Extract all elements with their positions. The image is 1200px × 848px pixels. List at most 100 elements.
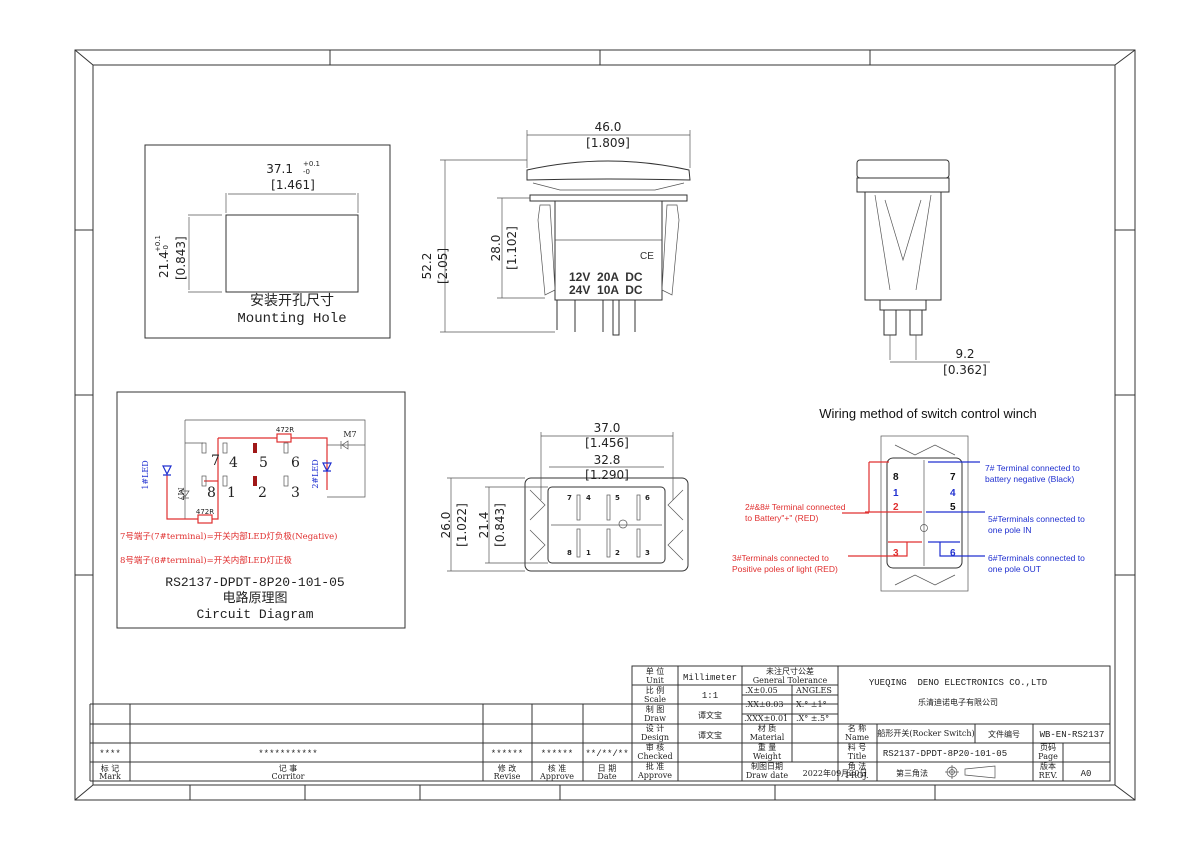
tb-proj-value: 第三角法 (896, 768, 928, 778)
tb-checked-en: Checked (637, 752, 672, 761)
wiring-label-28-line2: to Battery"+" (RED) (745, 513, 819, 523)
bottom-terminal-3: 3 (645, 549, 650, 557)
front-width: 46.0 (595, 120, 622, 134)
mounting-hole-width-in: [1.461] (271, 178, 315, 192)
rev-date-en: Date (597, 772, 616, 781)
circuit-terminal-2: 2 (258, 485, 267, 501)
circuit-terminal-5: 5 (259, 455, 268, 471)
side-view: 9.2 [0.362] (856, 159, 990, 377)
led1-icon (162, 465, 172, 476)
rev-approve-cn: 核 准 (548, 763, 567, 773)
wiring-label-28-line1: 2#&8# Terminal connected (745, 502, 846, 512)
tb-draw-date-value: 2022年09月20日 (803, 768, 868, 778)
side-depth: 9.2 (955, 347, 974, 361)
circuit-terminal-4: 4 (229, 455, 238, 471)
tb-design-en: Design (641, 733, 669, 742)
wiring-label-5-line2: one pole IN (988, 525, 1031, 535)
tb-scale-en: Scale (644, 695, 666, 704)
tb-design-cn: 设 计 (646, 723, 665, 733)
rev-revise-value: ****** (491, 749, 523, 759)
mounting-hole-title-cn: 安装开孔尺寸 (250, 293, 334, 309)
tb-weight-cn: 重 量 (758, 742, 777, 752)
wiring-label-7-line2: battery negative (Black) (985, 474, 1074, 484)
led2-label: 2#LED (311, 459, 320, 488)
rev-mark-cn: 标 记 (101, 763, 120, 773)
circuit-terminal-7: 7 (211, 453, 220, 469)
rev-mark-en: Mark (99, 772, 121, 781)
bottom-view: 7 4 5 6 8 1 2 3 37.0 [1.456] 32.8 [1.290… (439, 421, 689, 572)
wiring-label-3-line2: Positive poles of light (RED) (732, 564, 838, 574)
bottom-terminal-5: 5 (615, 494, 620, 502)
wiring-terminal-6: 6 (950, 548, 956, 559)
wiring-label-7-line1: 7# Terminal connected to (985, 463, 1080, 473)
led2-icon (322, 462, 332, 473)
title-block: 单 位 Unit Millimeter 比 例 Scale 1:1 制 图 Dr… (631, 665, 1111, 782)
led1-label: 1#LED (141, 460, 150, 489)
bottom-terminal-6: 6 (645, 494, 650, 502)
tb-material-cn: 材 质 (758, 723, 777, 733)
wiring-terminal-4: 4 (950, 488, 956, 499)
tb-angles: ANGLES (795, 686, 832, 695)
tb-draw-en: Draw (644, 714, 666, 723)
front-width-in: [1.809] (586, 136, 630, 150)
circuit-part-number: RS2137-DPDT-8P20-101-05 (165, 575, 344, 590)
tb-company-en: YUEQING DENO ELECTRONICS CO.,LTD (869, 678, 1047, 688)
tb-unit-en: Unit (646, 676, 664, 685)
front-height-in: [2.05] (436, 248, 450, 284)
wiring-diagram: Wiring method of switch control winch 8 … (732, 406, 1085, 592)
tb-draw-cn: 制 图 (646, 704, 665, 714)
bottom-outer-width: 37.0 (594, 421, 621, 435)
tb-tol-x: .X±0.05 (745, 686, 778, 695)
mounting-hole-height-tol-plus: +0.1 (154, 235, 162, 252)
wiring-terminal-8: 8 (893, 472, 899, 483)
wiring-label-6-line1: 6#Terminals connected to (988, 553, 1085, 563)
third-angle-projection-icon (945, 765, 996, 779)
bottom-outer-width-in: [1.456] (585, 436, 629, 450)
tb-scale-value: 1:1 (702, 691, 718, 701)
bottom-terminal-4: 4 (586, 494, 591, 502)
tb-name-value: 船形开关(Rocker Switch) (877, 728, 974, 738)
tb-tol-xx: .XX±0.03 (745, 700, 783, 709)
wiring-terminal-1: 1 (893, 488, 899, 499)
bottom-terminal-7: 7 (567, 494, 572, 502)
bottom-outer-height-in: [1.022] (455, 503, 469, 547)
rev-date-value: **/**/** (585, 749, 628, 759)
tb-title-cn: 料 号 (848, 742, 867, 752)
wiring-terminal-5: 5 (950, 502, 956, 513)
rev-corritor-value: *********** (258, 749, 317, 759)
front-body-height-in: [1.102] (505, 226, 519, 270)
tb-tolerance-cn: 未注尺寸公差 (766, 666, 814, 676)
circuit-title-cn: 电路原理图 (222, 590, 287, 606)
tb-draw-date-cn: 制图日期 (751, 761, 783, 771)
tb-title-en: Title (848, 752, 867, 761)
rev-corritor-en: Corritor (272, 772, 305, 781)
rev-corritor-cn: 记 事 (279, 763, 298, 773)
circuit-terminal-1: 1 (227, 485, 236, 501)
bottom-inner-width-in: [1.290] (585, 468, 629, 482)
tb-name-en: Name (845, 733, 869, 742)
tb-proj-en: PROJ. (845, 771, 868, 780)
tb-draw-value: 谭文宝 (698, 710, 722, 720)
diode-right-label: M7 (343, 430, 356, 439)
tb-weight-en: Weight (753, 752, 782, 761)
tb-scale-cn: 比 例 (646, 685, 665, 695)
rev-revise-en: Revise (494, 772, 521, 781)
front-height: 52.2 (420, 253, 434, 280)
circuit-terminal-8: 8 (207, 485, 216, 501)
tb-title-value: RS2137-DPDT-8P20-101-05 (883, 749, 1007, 759)
tb-rev-cn: 版本 (1040, 761, 1056, 771)
tb-doc-no-value: WB-EN-RS2137 (1040, 730, 1105, 740)
bottom-inner-width: 32.8 (594, 453, 621, 467)
tb-approve-en: Approve (637, 771, 672, 780)
side-depth-in: [0.362] (943, 363, 987, 377)
tb-ang-x: X.° ±1° (796, 700, 827, 709)
tb-checked-cn: 审 核 (646, 742, 665, 752)
front-view: 46.0 [1.809] 52.2 [2.05] 28.0 [1.102] CE… (420, 120, 691, 336)
drawing-frame (74, 49, 1136, 801)
tb-tol-xxx: .XXX±0.01 (744, 714, 788, 723)
bottom-inner-height: 21.4 (477, 512, 491, 539)
wiring-label-5-line1: 5#Terminals connected to (988, 514, 1085, 524)
resistor-top (276, 433, 292, 443)
mounting-hole-height: 21.4 (157, 251, 171, 278)
tb-tolerance-en: General Tolerance (753, 676, 828, 685)
